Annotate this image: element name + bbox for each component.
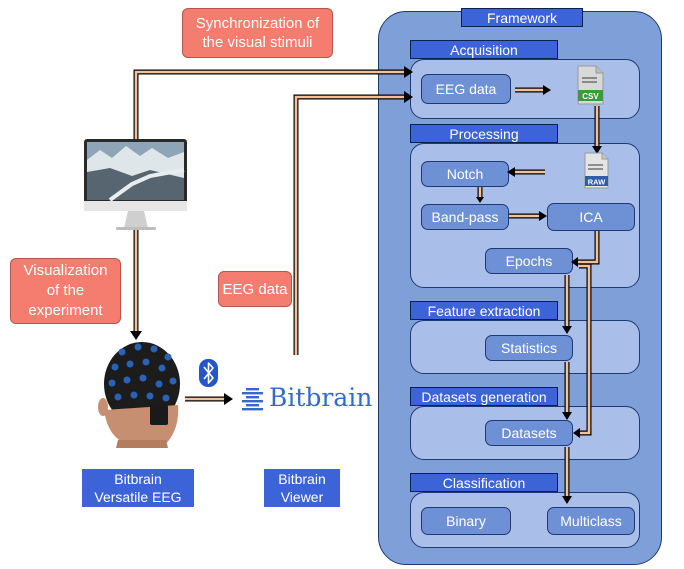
datasets-generation-title: Datasets generation <box>410 387 558 406</box>
visualization-label: Visualization of the experiment <box>10 258 121 324</box>
sync-label-line2: the visual stimuli <box>202 34 313 51</box>
eeg-cap-head-icon <box>98 342 180 448</box>
epochs-node: Epochs <box>485 248 573 274</box>
datasets-node: Datasets <box>485 420 573 446</box>
visualization-label-line3: experiment <box>28 302 103 319</box>
csv-file-icon <box>577 65 604 105</box>
viewer-label-line2: Viewer <box>280 489 324 505</box>
device-label-line1: Bitbrain <box>114 471 162 487</box>
ica-node: ICA <box>547 203 635 231</box>
sync-label-line1: Synchronization of <box>195 15 320 32</box>
acquisition-title: Acquisition <box>410 40 558 59</box>
multiclass-node: Multiclass <box>547 507 635 535</box>
device-label: Bitbrain Versatile EEG <box>82 469 194 507</box>
visualization-label-line1: Visualization <box>23 262 108 279</box>
connector-arrows <box>130 66 602 504</box>
eeg-data-node: EEG data <box>421 74 511 104</box>
binary-node: Binary <box>421 507 511 535</box>
bluetooth-icon <box>199 359 218 387</box>
sync-label: Synchronization of the visual stimuli <box>182 8 333 58</box>
viewer-label: Bitbrain Viewer <box>264 469 340 507</box>
framework-title: Framework <box>461 8 583 27</box>
viewer-label-line1: Bitbrain <box>278 471 326 487</box>
raw-icon-label: RAW <box>588 178 606 187</box>
bitbrain-logo-mark <box>242 388 263 411</box>
statistics-node: Statistics <box>485 335 573 361</box>
eeg-data-label: EEG data <box>218 271 292 307</box>
monitor-icon <box>84 139 187 230</box>
raw-file-icon <box>584 152 609 189</box>
bandpass-node: Band-pass <box>421 204 509 230</box>
feature-extraction-title: Feature extraction <box>410 301 558 320</box>
processing-title: Processing <box>410 124 558 143</box>
visualization-label-line2: of the <box>46 282 85 299</box>
device-label-line2: Versatile EEG <box>94 489 182 505</box>
notch-node: Notch <box>421 161 509 187</box>
bitbrain-logo-text: Bitbrain <box>269 383 373 412</box>
csv-icon-label: CSV <box>582 92 599 101</box>
classification-title: Classification <box>410 473 558 492</box>
